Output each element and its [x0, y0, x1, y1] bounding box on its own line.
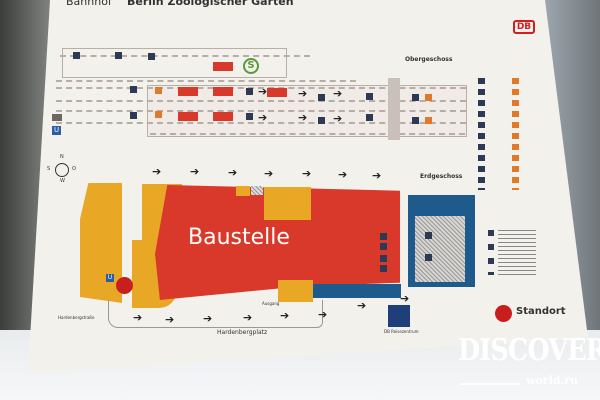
service-icon [412, 94, 419, 101]
direction-arrow-icon: ➔ [357, 299, 367, 312]
db-logo: DB [513, 20, 535, 34]
direction-arrow-icon: ➔ [280, 309, 290, 322]
construction-zone [213, 87, 233, 96]
location-legend-dot [495, 305, 512, 322]
service-icon [412, 117, 419, 124]
shop [278, 280, 313, 302]
service-icon [155, 87, 162, 94]
current-location-marker [116, 277, 133, 294]
direction-arrow-icon: ➔ [190, 165, 200, 178]
u-bahn-icon: U [52, 126, 61, 135]
compass-o: O [72, 166, 76, 172]
direction-arrow-icon: ➔ [400, 292, 410, 305]
direction-arrow-icon: ➔ [228, 166, 238, 179]
construction-zone [213, 62, 233, 71]
service-icon [366, 114, 373, 121]
track [56, 100, 466, 102]
track [56, 87, 466, 89]
street-label: Hardenbergstraße [58, 315, 95, 320]
service-icon [380, 255, 387, 262]
direction-arrow-icon: ➔ [333, 87, 343, 100]
direction-arrow-icon: ➔ [298, 111, 308, 124]
direction-arrow-icon: ➔ [133, 311, 143, 324]
direction-arrow-icon: ➔ [298, 87, 308, 100]
location-legend-label: Standort [516, 306, 566, 317]
compass-w: W [60, 178, 65, 184]
s-bahn-icon: S [243, 58, 259, 74]
service-icon [115, 52, 122, 59]
shop [264, 187, 311, 220]
service-icon [130, 112, 137, 119]
shop [236, 186, 250, 196]
service-icon [155, 111, 162, 118]
direction-arrow-icon: ➔ [243, 311, 253, 324]
hatched-area [415, 216, 465, 282]
service-icon [425, 232, 432, 239]
watermark-line [460, 383, 520, 385]
legend-icons [512, 78, 519, 190]
service-icon [318, 94, 325, 101]
direction-arrow-icon: ➔ [333, 112, 343, 125]
legend-icons [478, 78, 485, 190]
construction-zone [267, 88, 287, 97]
compass-s: S [47, 166, 51, 172]
service-icon [425, 94, 432, 101]
platform-sign-a [130, 86, 137, 93]
construction-label: Baustelle [188, 225, 290, 250]
upper-floor-label: Obergeschoss [405, 56, 453, 63]
compass-icon [55, 163, 69, 177]
stairway [388, 78, 400, 140]
service-icon [246, 113, 253, 120]
direction-arrow-icon: ➔ [152, 165, 162, 178]
ground-floor-label: Erdgeschoss [420, 173, 463, 180]
track [150, 133, 465, 135]
shops-west [80, 183, 122, 303]
hatched-area [251, 186, 263, 195]
watermark-sub: world.ru [526, 374, 579, 387]
travel-center-label: DB Reisezentrum [384, 329, 419, 334]
direction-arrow-icon: ➔ [318, 308, 328, 321]
track [56, 80, 356, 82]
exit-label: Ausgang [262, 301, 280, 306]
direction-arrow-icon: ➔ [264, 167, 274, 180]
travel-center-icon [388, 305, 410, 327]
service-icon [425, 117, 432, 124]
map-title: Berlin Zoologischer Garten [127, 0, 294, 8]
track [56, 110, 466, 112]
service-icon [246, 88, 253, 95]
direction-arrow-icon: ➔ [258, 111, 268, 124]
direction-arrow-icon: ➔ [203, 312, 213, 325]
notes-icons [488, 230, 494, 275]
square-label: Hardenbergplatz [217, 329, 268, 336]
direction-arrow-icon: ➔ [372, 169, 382, 182]
construction-zone [178, 87, 198, 96]
upper-platform-area [62, 48, 287, 78]
watermark-main: DISCOVER [458, 333, 600, 368]
track [56, 122, 466, 124]
direction-arrow-icon: ➔ [302, 167, 312, 180]
notes-text [498, 230, 536, 275]
service-area [313, 284, 401, 298]
service-icon [73, 52, 80, 59]
track [60, 55, 310, 57]
service-icon [380, 265, 387, 272]
service-icon [318, 117, 325, 124]
service-icon [380, 233, 387, 240]
direction-arrow-icon: ➔ [258, 85, 268, 98]
construction-zone [213, 112, 233, 121]
service-icon [52, 114, 62, 121]
walkway [108, 300, 323, 328]
service-icon [366, 93, 373, 100]
service-icon [148, 53, 155, 60]
direction-arrow-icon: ➔ [165, 313, 175, 326]
service-icon [380, 243, 387, 250]
compass-n: N [60, 154, 64, 160]
service-icon [425, 254, 432, 261]
title-prefix: Bahnhof [66, 0, 112, 8]
direction-arrow-icon: ➔ [338, 168, 348, 181]
construction-zone [178, 112, 198, 121]
u-bahn-icon: U [106, 274, 114, 282]
